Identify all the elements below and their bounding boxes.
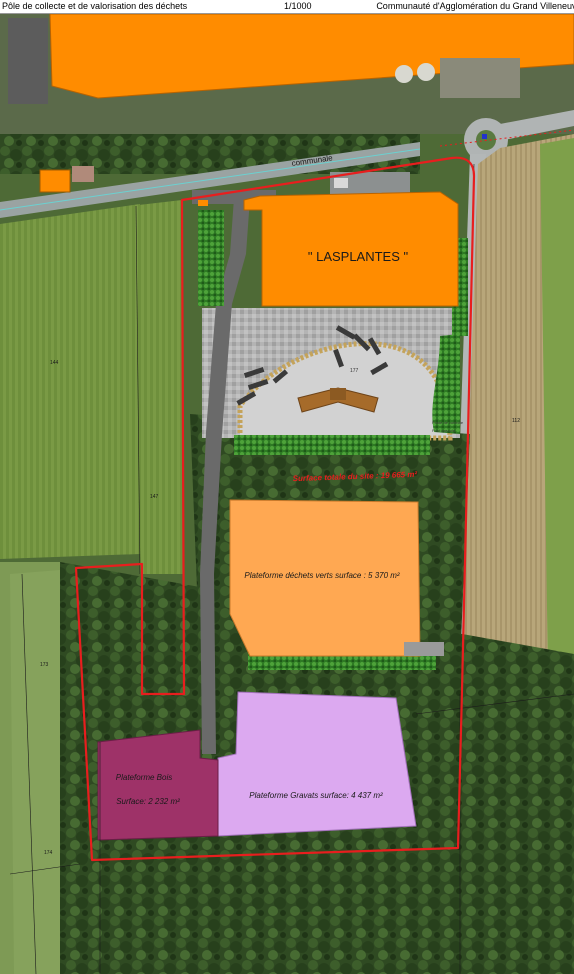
bois-title-label: Plateforme Bois [116,773,172,782]
field-east-green [540,138,574,674]
small-house-annex [72,166,94,182]
roundabout-center [476,130,496,150]
site-boundary [74,156,476,862]
entrance-cabin [334,178,348,188]
dechets-verts-label: Plateforme déchets verts surface : 5 370… [244,571,400,580]
platform-gravats[interactable] [217,691,417,837]
label-control-post: Poste de contrôle [432,420,464,425]
field-west-strip [130,200,184,574]
platform-dechets-verts[interactable] [229,499,421,657]
east-road [500,110,574,140]
hedge-south-yard [234,435,430,455]
road-axis-line [0,148,421,211]
parcel-label-174: 174 [44,850,53,856]
platform-bois[interactable] [97,729,219,841]
small-house-roof [39,169,71,193]
map-scale: 1/1000 [284,1,312,11]
map-organization: Communauté d'Agglomération du Grand Vill… [376,1,574,11]
container-group [236,325,389,406]
field-west [0,204,140,559]
parcel-label-147: 147 [150,494,159,500]
silo-2 [417,63,435,81]
platform-ramp [404,642,444,656]
gravats-label: Plateforme Gravats surface: 4 437 m² [249,791,383,800]
hedge-east [432,334,460,434]
central-hall-ridge [330,388,346,400]
roundabout-marker [482,134,487,139]
silo-1 [395,65,413,83]
map-title: Pôle de collecte et de valorisation des … [2,1,188,11]
hedge-west [198,210,224,306]
lasplantes-building[interactable] [243,191,459,307]
lasplantes-label: " LASPLANTES " [308,249,409,264]
top-right-yard [440,58,520,98]
aerial-site-plan[interactable]: communale 177 [0,14,574,974]
entrance-barrier [198,200,208,206]
top-left-building [8,18,48,104]
bois-surface-label: Surface: 2 232 m² [116,797,180,806]
parcel-label-177: 177 [350,368,359,374]
parcel-label-173: 173 [40,662,49,668]
forest-east [500,704,574,954]
label-weighbridge: Pont bascule [432,428,456,433]
top-building-orange [49,14,574,99]
parcel-label-144: 144 [50,360,59,366]
field-southwest-strip [10,570,62,974]
map-header: Pôle de collecte et de valorisation des … [0,0,574,14]
access-lane [200,198,250,754]
parcel-label-112: 112 [512,418,520,424]
total-surface-label: Surface totale du site : 19 665 m² [293,470,418,483]
